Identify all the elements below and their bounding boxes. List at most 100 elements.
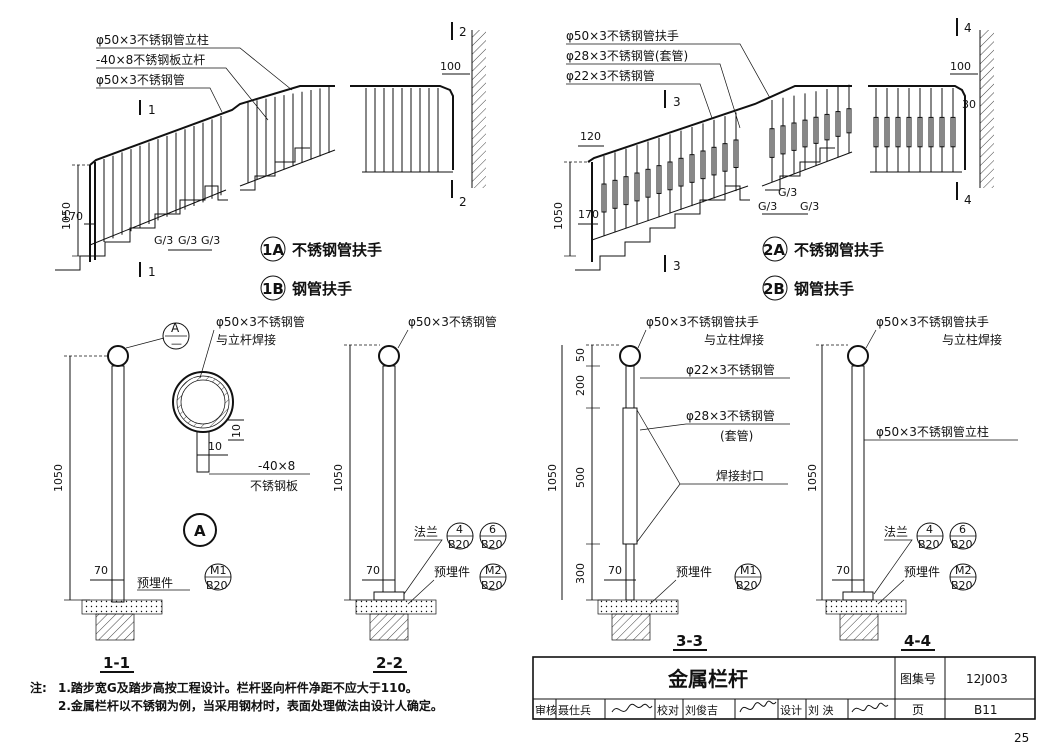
baluster-sleeve (733, 139, 739, 169)
review-signature (611, 703, 653, 713)
baluster-sleeve (846, 108, 852, 134)
section-3-3: 50 200 500 300 1050 70 φ50×3不锈钢管扶手 与立柱焊接… (546, 314, 790, 651)
section-1-1: 1050 70 A — 预埋件 M1 B20 1-1 (52, 321, 232, 673)
label-d2-sleeve: φ28×3不锈钢管(套管) (566, 48, 688, 63)
dim-120: 120 (580, 130, 601, 143)
label-s33-p28: φ28×3不锈钢管 (686, 408, 775, 423)
baluster-sleeve (791, 122, 797, 151)
dim-g3-a: G/3 (154, 234, 173, 247)
section-2-2: 1050 70 φ50×3不锈钢管 法兰 4 B20 6 B20 预埋件 M2 … (332, 314, 507, 673)
notes-prefix: 注: (30, 680, 47, 695)
baluster-sleeve (906, 116, 912, 148)
detail-a: φ50×3不锈钢管 与立杆焊接 10 10 -40×8 不锈钢板 A (172, 314, 310, 547)
note-2: 2.金属栏杆以不锈钢为例，当采用钢材时，表面处理做法由设计人确定。 (58, 698, 443, 713)
ref-4-s22: 4 (456, 523, 463, 536)
dim-g3-e: G/3 (758, 200, 777, 213)
check-signature (739, 700, 777, 713)
label-s44-pipe: φ50×3不锈钢管扶手 (876, 314, 989, 329)
dim-100-a: 100 (440, 60, 461, 73)
baluster-sleeve (667, 161, 673, 191)
cut-label-3-top: 3 (673, 95, 681, 109)
dim-g3-d: G/3 (778, 186, 797, 199)
ref-m2-s44: M2 (955, 564, 972, 577)
design-signature (851, 702, 889, 713)
detail-a-title: A (194, 522, 206, 540)
baluster-sleeve (601, 183, 607, 213)
cut-label-1-top: 1 (148, 103, 156, 117)
label-s11-embed: 预埋件 (137, 576, 173, 590)
ref-m1-s11: M1 (210, 564, 227, 577)
cut-label-3-bottom: 3 (673, 259, 681, 273)
baluster-sleeve (780, 125, 786, 155)
dim-70-s33: 70 (608, 564, 622, 577)
baluster-sleeve (656, 165, 662, 194)
legend-2b-text: 钢管扶手 (794, 280, 854, 298)
ref-m1-s33: M1 (740, 564, 757, 577)
label-s33-embed: 预埋件 (676, 565, 712, 579)
page-number: 25 (1014, 731, 1029, 745)
label-s11-weld: 与立杆焊接 (216, 332, 276, 347)
dim-1050-s22: 1050 (332, 464, 345, 492)
dim-1050-s33: 1050 (546, 464, 559, 492)
legend-2a-code: 2A (763, 241, 785, 259)
elevation-1: 1 1 2 2 1050 170 100 G/3 G/3 G/3 φ50×3不锈… (55, 22, 486, 301)
section-4-4: 1050 70 φ50×3不锈钢管扶手 与立柱焊接 φ50×3不锈钢管立柱 法兰… (806, 314, 1018, 651)
dim-1050-s11: 1050 (52, 464, 65, 492)
dim-g3-f: G/3 (800, 200, 819, 213)
baluster-sleeve (813, 116, 819, 144)
ref-m2-s22: M2 (485, 564, 502, 577)
ref-b20-s22c: B20 (481, 579, 503, 592)
detail-a-ref: A (171, 321, 180, 335)
baluster-sleeve (722, 143, 728, 172)
ref-b20-s22a: B20 (448, 538, 470, 551)
dim-500-s33: 500 (574, 467, 587, 488)
baluster-sleeve (612, 179, 618, 209)
detail-a-ref-sub: — (171, 337, 182, 350)
label-s11-pipe: φ50×3不锈钢管 (216, 314, 305, 329)
dim-300-s33: 300 (574, 563, 587, 584)
section-title-1-1: 1-1 (103, 654, 130, 672)
label-s44-weld: 与立柱焊接 (942, 332, 1002, 347)
baluster-sleeve (835, 111, 841, 137)
label-d2-handrail: φ50×3不锈钢管扶手 (566, 28, 679, 43)
title-block: 金属栏杆 图集号 12J003 页 B11 审核 聂仕兵 校对 刘俊吉 设计 刘… (532, 656, 1036, 720)
baluster-sleeve (895, 116, 901, 148)
label-s22-embed: 预埋件 (434, 565, 470, 579)
dim-1050-b: 1050 (552, 202, 565, 230)
legend-1a-code: 1A (262, 241, 284, 259)
label-d1-plate: -40×8不锈钢板立杆 (96, 52, 205, 67)
dim-50-s33: 50 (574, 348, 587, 362)
cut-label-2-top: 2 (459, 25, 467, 39)
baluster-sleeve (769, 128, 775, 158)
label-s11-plate: -40×8 (258, 459, 295, 473)
dim-170-b: 170 (578, 208, 599, 221)
design-label: 设计 (780, 704, 802, 717)
dim-70-s44: 70 (836, 564, 850, 577)
label-s44-embed: 预埋件 (904, 565, 940, 579)
section-title-2-2: 2-2 (376, 654, 403, 672)
ref-b20-s44a: B20 (918, 538, 940, 551)
label-d2-bar: φ22×3不锈钢管 (566, 68, 655, 83)
ref-4-s44: 4 (926, 523, 933, 536)
label-d1-post: φ50×3不锈钢管立柱 (96, 32, 209, 47)
legend-2a-text: 不锈钢管扶手 (794, 241, 884, 259)
ref-6-s44: 6 (959, 523, 966, 536)
label-s33-sleeve: (套管) (720, 428, 753, 443)
design-name: 刘 泱 (808, 704, 834, 717)
label-s44-post: φ50×3不锈钢管立柱 (876, 424, 989, 439)
dim-70-s22: 70 (366, 564, 380, 577)
ref-b20-s44c: B20 (951, 579, 973, 592)
label-s44-flange: 法兰 (884, 525, 908, 539)
baluster-sleeve (802, 119, 808, 148)
elevation-2: 3 3 4 4 1050 120 170 100 30 G/3 G/3 G/3 … (552, 18, 994, 301)
cut-label-4-top: 4 (964, 21, 972, 35)
baluster-sleeve (928, 116, 934, 148)
legend-1a-text: 不锈钢管扶手 (292, 241, 382, 259)
label-s22-pipe: φ50×3不锈钢管 (408, 314, 497, 329)
legend-1b-text: 钢管扶手 (292, 280, 352, 298)
legend-1b-code: 1B (262, 280, 284, 298)
baluster-sleeve (873, 116, 879, 148)
drawing-title: 金属栏杆 (667, 667, 748, 691)
dim-200-s33: 200 (574, 375, 587, 396)
